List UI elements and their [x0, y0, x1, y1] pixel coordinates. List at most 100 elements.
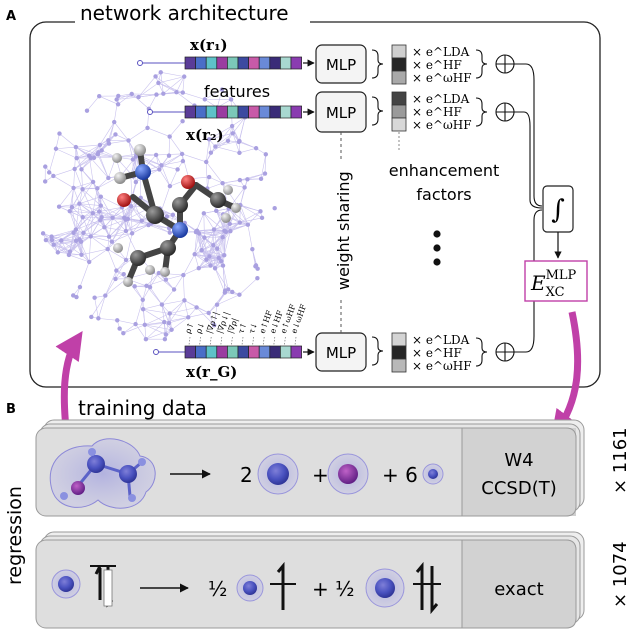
graph-node — [146, 222, 151, 228]
graph-edge — [75, 144, 100, 148]
graph-edge — [214, 268, 226, 293]
feature-cell — [248, 345, 260, 359]
feature-cell — [269, 345, 281, 359]
graph-edge — [231, 117, 246, 127]
energy-term-whf: × e^ωHF — [412, 118, 472, 132]
graph-node — [98, 194, 103, 199]
graph-node — [99, 148, 104, 153]
graph-node — [159, 302, 165, 307]
graph-edge — [100, 205, 113, 218]
feature-cell — [184, 345, 196, 359]
graph-node — [88, 234, 93, 239]
graph-edge — [222, 265, 229, 290]
graph-node — [202, 97, 208, 102]
graph-edge — [104, 226, 127, 232]
graph-node — [55, 250, 61, 255]
graph-node — [219, 258, 224, 264]
graph-node — [128, 203, 134, 209]
graph-edge — [247, 211, 261, 225]
graph-edge — [207, 182, 223, 189]
graph-edge — [142, 308, 165, 323]
graph-node — [113, 132, 118, 137]
graph-edge — [222, 182, 245, 188]
graph-edge — [91, 295, 106, 318]
graph-node — [156, 270, 161, 276]
feature-cell — [216, 56, 228, 70]
graph-edge — [73, 232, 91, 237]
graph-edge — [169, 121, 183, 137]
graph-edge — [223, 231, 231, 256]
graph-node — [167, 134, 172, 139]
graph-edge — [198, 233, 210, 257]
graph-node — [237, 150, 242, 156]
graph-edge — [161, 160, 183, 166]
graph-edge — [184, 300, 189, 318]
graph-edge — [194, 244, 214, 255]
graph-edge — [161, 165, 171, 187]
graph-edge — [81, 169, 83, 190]
plus-1: + — [312, 463, 329, 487]
graph-node — [84, 108, 90, 113]
graph-node — [196, 265, 201, 271]
graph-node — [56, 204, 62, 209]
graph-edge — [161, 153, 183, 166]
graph-node — [114, 268, 119, 273]
graph-node — [147, 285, 153, 290]
graph-edge — [71, 187, 74, 208]
graph-node — [182, 298, 187, 303]
graph-edge — [196, 307, 209, 314]
feature-cell — [248, 56, 260, 70]
graph-node — [106, 234, 112, 239]
graph-edge — [98, 295, 106, 319]
graph-node — [211, 323, 217, 328]
graph-node — [81, 230, 86, 236]
feature-cell — [248, 105, 260, 119]
graph-node — [80, 215, 85, 220]
graph-node — [272, 206, 277, 211]
feature-cell — [205, 56, 218, 70]
graph-edge — [240, 204, 263, 219]
graph-edge — [215, 140, 240, 147]
graph-edge — [142, 309, 146, 325]
graph-edge — [111, 219, 126, 242]
graph-edge — [198, 257, 219, 269]
feature-name: ρ↑ — [183, 321, 195, 335]
graph-edge — [69, 211, 77, 230]
graph-edge — [51, 229, 76, 237]
coef-2: 2 — [240, 463, 253, 487]
graph-node — [237, 177, 243, 183]
sum-icon-g — [495, 342, 515, 362]
feature-cell — [195, 56, 207, 70]
feature-cell — [205, 345, 218, 359]
graph-edge — [90, 213, 94, 237]
graph-node — [126, 138, 131, 143]
graph-edge — [71, 206, 93, 214]
graph-edge — [213, 229, 218, 249]
graph-node — [112, 119, 117, 125]
graph-edge — [208, 139, 212, 153]
graph-edge — [88, 155, 94, 182]
graph-node — [180, 119, 185, 124]
graph-edge — [239, 140, 257, 149]
graph-edge — [196, 307, 215, 326]
graph-edge — [99, 211, 125, 219]
graph-edge — [214, 268, 229, 290]
graph-node — [202, 235, 207, 240]
graph-edge — [171, 317, 189, 330]
graph-node — [262, 171, 268, 176]
feature-cell — [195, 105, 207, 119]
graph-node — [255, 266, 260, 271]
graph-edge — [79, 203, 84, 218]
molecule-icon — [112, 144, 241, 287]
graph-node — [154, 92, 159, 97]
graph-edge — [184, 222, 198, 231]
graph-edge — [107, 248, 127, 261]
graph-node — [170, 212, 176, 218]
graph-edge — [83, 213, 94, 233]
graph-edge — [224, 224, 248, 232]
feature-cell — [216, 105, 228, 119]
graph-edge — [169, 300, 185, 314]
atom-n-icon — [257, 453, 299, 495]
graph-edge — [99, 95, 119, 105]
